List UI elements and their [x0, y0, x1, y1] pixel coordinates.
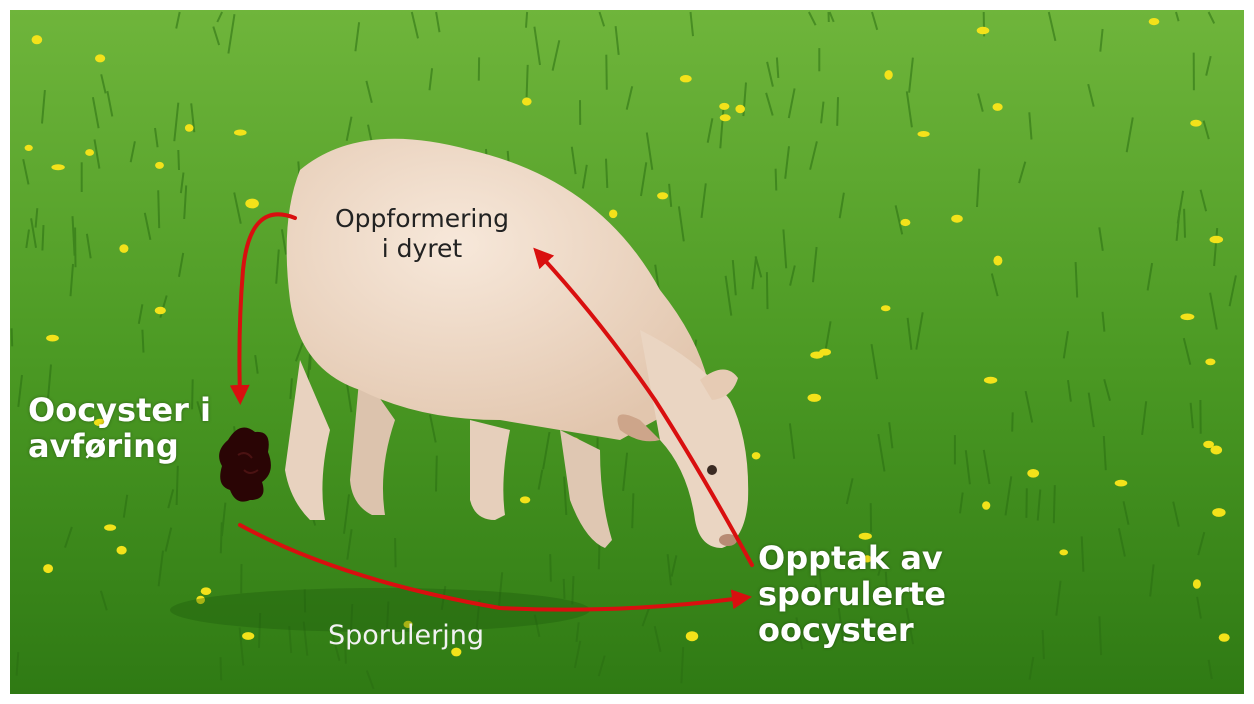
dandelion-flower: [719, 103, 729, 110]
dandelion-flower: [85, 149, 94, 156]
grass-blade: [221, 657, 222, 680]
grass-blade: [776, 169, 777, 191]
dandelion-flower: [680, 75, 692, 82]
dandelion-flower: [46, 335, 59, 342]
grass-blade: [527, 65, 528, 97]
grass-blade: [550, 554, 551, 582]
grass-blade: [837, 97, 838, 126]
dandelion-flower: [1027, 469, 1039, 478]
dandelion-flower: [881, 305, 891, 311]
dandelion-flower: [43, 564, 53, 573]
dandelion-flower: [32, 35, 43, 44]
grass-blade: [1184, 209, 1185, 238]
dandelion-flower: [1115, 480, 1128, 487]
dandelion-flower: [1203, 441, 1214, 448]
dandelion-flower: [657, 192, 668, 199]
dandelion-flower: [25, 145, 33, 151]
dandelion-flower: [735, 105, 745, 113]
label-sporulation: Sporulerjng: [328, 621, 548, 651]
dandelion-flower: [900, 219, 910, 226]
dandelion-flower: [1212, 508, 1225, 517]
grass-blade: [526, 12, 527, 28]
dandelion-flower: [185, 124, 194, 132]
dandelion-flower: [752, 452, 761, 459]
label-multiplication: Oppformering i dyret: [306, 204, 538, 264]
dandelion-flower: [155, 307, 166, 314]
dandelion-flower: [1219, 633, 1230, 641]
grass-blade: [142, 330, 143, 353]
dandelion-flower: [1180, 314, 1194, 321]
dandelion-flower: [686, 631, 698, 641]
grass-blade: [158, 190, 159, 228]
dandelion-flower: [242, 632, 254, 640]
dandelion-flower: [951, 215, 963, 223]
grass-blade: [777, 58, 778, 78]
grass-blade: [606, 159, 607, 188]
dandelion-flower: [884, 70, 892, 80]
grass-blade: [606, 55, 607, 90]
dandelion-flower: [119, 244, 128, 253]
grass-blade: [42, 225, 43, 250]
dandelion-flower: [1190, 120, 1201, 127]
grass-blade: [436, 456, 437, 492]
grass-blade: [564, 579, 565, 599]
dandelion-flower: [819, 349, 831, 356]
grass-blade: [1012, 412, 1013, 431]
dandelion-flower: [918, 131, 930, 137]
dandelion-flower: [984, 377, 997, 384]
dandelion-flower: [201, 587, 212, 595]
dandelion-flower: [993, 256, 1002, 266]
dandelion-flower: [245, 199, 259, 209]
grass-blade: [395, 538, 396, 567]
dandelion-flower: [117, 546, 127, 555]
label-oocysts-in-feces: Oocyster i avføring: [28, 392, 228, 464]
dandelion-flower: [522, 98, 532, 106]
grass-blade: [572, 576, 573, 604]
dandelion-flower: [234, 130, 247, 136]
grass-blade: [767, 272, 768, 309]
dandelion-flower: [982, 501, 990, 510]
dandelion-flower: [1210, 236, 1224, 244]
dandelion-flower: [1149, 18, 1160, 25]
grass-blade: [178, 150, 179, 170]
dandelion-flower: [808, 394, 822, 402]
dandelion-flower: [993, 103, 1003, 111]
dandelion-flower: [1193, 579, 1201, 588]
dandelion-flower: [520, 496, 530, 503]
grass-blade: [221, 522, 222, 553]
dandelion-flower: [104, 524, 116, 530]
dandelion-flower: [1059, 549, 1068, 555]
label-uptake: Opptak av sporulerte oocyster: [758, 540, 978, 648]
grass-blade: [177, 466, 178, 505]
dandelion-flower: [720, 114, 731, 121]
dandelion-flower: [977, 27, 990, 35]
dandelion-flower: [51, 164, 64, 170]
dandelion-flower: [609, 210, 617, 219]
grass-blade: [1054, 485, 1055, 523]
dandelion-flower: [95, 54, 105, 62]
grass-blade: [12, 328, 13, 346]
dandelion-flower: [1205, 359, 1215, 366]
grass-blade: [632, 493, 633, 528]
grass-blade: [1043, 630, 1044, 659]
dandelion-flower: [155, 162, 164, 169]
